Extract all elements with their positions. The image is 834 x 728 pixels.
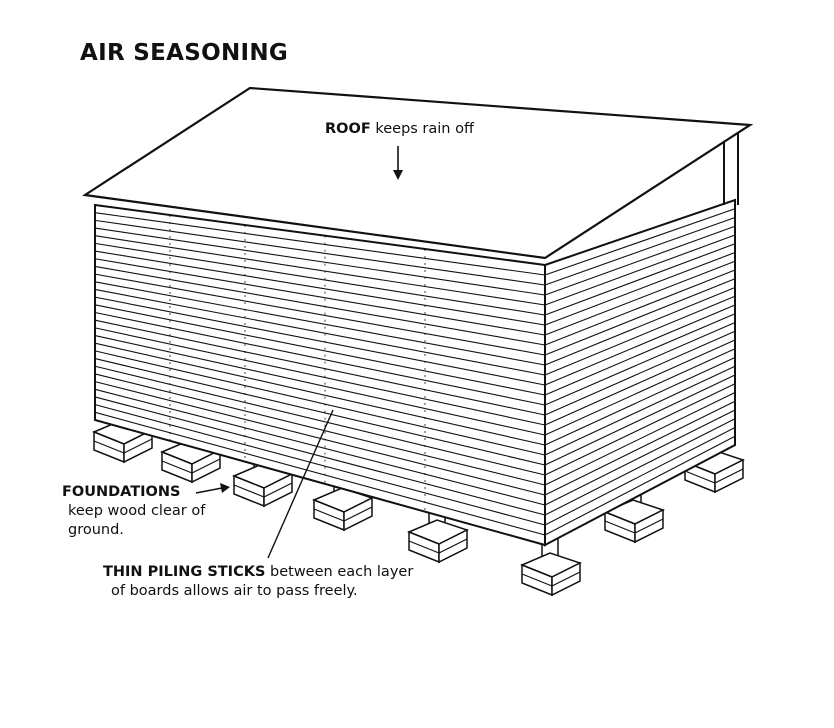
board-edge-side: [544, 418, 736, 516]
board-edge-front: [94, 334, 546, 436]
board-edge-side: [544, 295, 736, 376]
roof-label-text: keeps rain off: [370, 121, 474, 137]
board-edge-side: [544, 383, 736, 476]
piling-label-bold: THIN PILING STICKS: [103, 564, 266, 580]
board-edge-side: [544, 251, 736, 326]
board-edge-side: [544, 409, 736, 506]
brick-course: [233, 484, 265, 498]
diagram-title: AIR SEASONING: [80, 40, 289, 66]
piling-pointer-line: [267, 409, 334, 559]
foundations-label: FOUNDATIONS keep wood clear of ground.: [62, 483, 205, 540]
brick-course: [551, 571, 581, 587]
roof-label: ROOF keeps rain off: [325, 120, 474, 139]
board-edge-side: [544, 313, 736, 396]
board-edge-side: [544, 427, 736, 526]
board-edge-front: [94, 327, 546, 426]
board-layers: [94, 208, 736, 536]
piling-label-text: between each layer: [265, 564, 414, 580]
board-edge-front: [94, 281, 546, 366]
brick-course: [191, 458, 221, 474]
board-edge-side: [544, 208, 736, 276]
board-edge-front: [94, 350, 546, 456]
board-edge-side: [544, 435, 736, 536]
board-edge-side: [544, 243, 736, 316]
board-edge-front: [94, 288, 546, 376]
board-edge-front: [94, 342, 546, 446]
board-edge-front: [94, 242, 546, 316]
foundations-arrow: [195, 487, 223, 494]
board-edge-front: [94, 227, 546, 296]
brick-course: [313, 508, 345, 522]
board-edge-side: [544, 216, 736, 286]
board-edge-side: [544, 234, 736, 306]
board-edge-front: [94, 250, 546, 326]
board-edge-side: [544, 225, 736, 296]
board-edge-front: [94, 304, 546, 396]
foundations-label-bold: FOUNDATIONS: [62, 484, 181, 500]
brick-course: [123, 438, 153, 454]
board-edge-side: [544, 339, 736, 426]
board-edge-front: [94, 273, 546, 356]
board-edge-side: [544, 392, 736, 486]
brick-course: [438, 538, 468, 554]
board-edge-front: [94, 296, 546, 386]
foundations-label-line2: ground.: [68, 522, 124, 538]
brick-course: [263, 482, 293, 498]
piling-label-line2: of boards allows air to pass freely.: [111, 583, 358, 599]
board-edge-side: [544, 374, 736, 466]
board-edge-side: [544, 278, 736, 356]
board-edge-side: [544, 400, 736, 496]
board-edge-side: [544, 348, 736, 436]
foundations-label-line1: keep wood clear of: [68, 503, 206, 519]
board-edge-side: [544, 321, 736, 406]
brick-course: [714, 468, 744, 484]
brick-course: [93, 440, 125, 454]
board-edge-front: [94, 404, 546, 526]
board-edge-front: [94, 396, 546, 516]
stack-side-face: [544, 198, 736, 547]
piling-label: THIN PILING STICKS between each layer of…: [103, 563, 413, 601]
board-edge-side: [544, 357, 736, 446]
brick-course: [604, 520, 636, 534]
brick-course: [521, 573, 553, 587]
board-edge-side: [544, 304, 736, 386]
board-edge-side: [544, 286, 736, 366]
roof-arrow-head: [393, 170, 403, 180]
board-edge-front: [94, 388, 546, 506]
board-edge-front: [94, 219, 546, 286]
board-edge-front: [94, 373, 546, 486]
brick-course: [684, 470, 716, 484]
brick-course: [343, 506, 373, 522]
board-edge-side: [544, 330, 736, 416]
roof: [81, 86, 754, 260]
brick-course: [634, 518, 664, 534]
foundations-arrow-head: [220, 483, 230, 493]
roof-label-bold: ROOF: [325, 121, 371, 137]
brick-course: [408, 540, 440, 554]
board-edge-front: [94, 235, 546, 306]
brick-course: [161, 460, 193, 474]
board-edge-side: [544, 260, 736, 336]
board-edge-side: [544, 365, 736, 456]
board-edge-side: [544, 269, 736, 346]
